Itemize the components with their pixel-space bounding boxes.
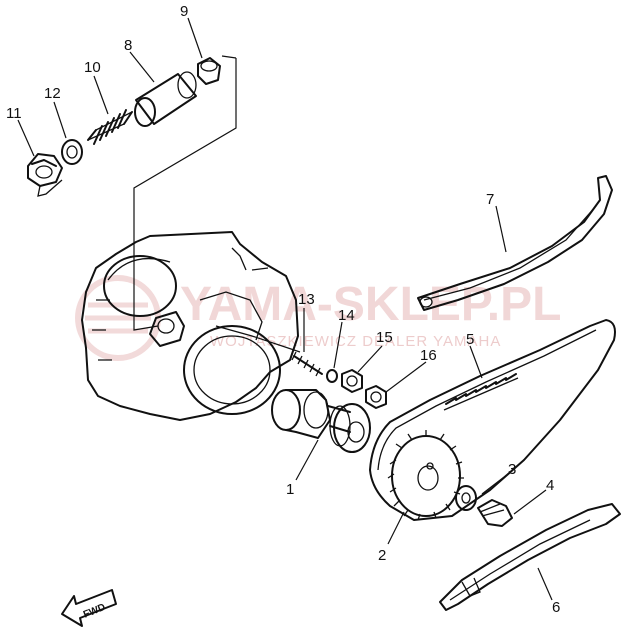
washer-12-part bbox=[61, 139, 83, 165]
sprocket-bolt-part bbox=[477, 499, 513, 527]
part-label-1: 1 bbox=[286, 481, 294, 498]
flange-nut-part bbox=[27, 153, 63, 197]
assembly-guides bbox=[133, 55, 301, 353]
dowel-spring-part bbox=[291, 351, 323, 377]
part-label-8: 8 bbox=[124, 37, 132, 54]
o-ring-part bbox=[326, 369, 338, 383]
watermark-brand: YAMA-SKLEP.PL bbox=[180, 278, 561, 331]
part-label-9: 9 bbox=[180, 3, 188, 20]
part-labels: 9 8 10 12 11 13 14 15 16 5 7 1 2 3 4 6 bbox=[6, 3, 560, 616]
leader-lines bbox=[17, 17, 553, 601]
cam-chain-part bbox=[369, 319, 616, 521]
part-label-14: 14 bbox=[338, 307, 355, 324]
part-label-3: 3 bbox=[508, 461, 516, 478]
washer-3-part bbox=[455, 485, 477, 511]
part-label-4: 4 bbox=[546, 477, 554, 494]
upper-chain-guide-part bbox=[417, 175, 613, 311]
lower-chain-guide-part bbox=[439, 503, 621, 611]
part-label-7: 7 bbox=[486, 191, 494, 208]
part-label-11: 11 bbox=[6, 105, 22, 122]
tensioner-spring-part bbox=[87, 109, 133, 145]
camshaft-part bbox=[271, 389, 371, 453]
part-label-10: 10 bbox=[84, 59, 101, 76]
part-label-6: 6 bbox=[552, 599, 560, 616]
bearing-15-part bbox=[341, 369, 363, 393]
part-label-16: 16 bbox=[420, 347, 437, 364]
cam-sprocket-part bbox=[387, 430, 464, 521]
nut-16-part bbox=[365, 385, 387, 409]
part-label-13: 13 bbox=[298, 291, 315, 308]
part-label-12: 12 bbox=[44, 85, 61, 102]
watermark-logo-icon bbox=[75, 275, 161, 361]
fwd-arrow-icon: FWD bbox=[61, 589, 117, 627]
tensioner-cap-part bbox=[197, 57, 221, 85]
tensioner-sleeve-part bbox=[134, 71, 197, 127]
part-label-2: 2 bbox=[378, 547, 386, 564]
crankcase-housing bbox=[81, 231, 299, 421]
part-label-15: 15 bbox=[376, 329, 393, 346]
fwd-label: FWD bbox=[82, 602, 107, 621]
part-label-5: 5 bbox=[466, 331, 474, 348]
